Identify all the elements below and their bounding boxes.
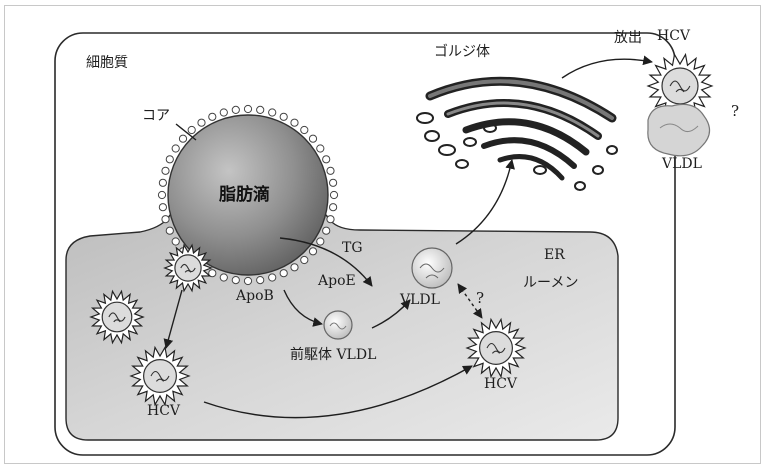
- core-protein-bump: [291, 119, 298, 126]
- core-protein-bump: [172, 145, 179, 152]
- core-protein-bump: [301, 126, 308, 133]
- label-golgi: ゴルジ体: [434, 45, 490, 59]
- core-protein-bump: [327, 167, 334, 174]
- label-cytoplasm: 細胞質: [86, 56, 128, 70]
- core-protein-bump: [330, 191, 337, 198]
- core-protein-bump: [209, 113, 216, 120]
- core-protein-bump: [220, 274, 227, 281]
- core-protein-bump: [291, 264, 298, 271]
- core-protein-bump: [309, 135, 316, 142]
- core-protein-bump: [327, 216, 334, 223]
- core-protein-bump: [198, 119, 205, 126]
- core-protein-bump: [166, 227, 173, 234]
- label-core: コア: [142, 109, 170, 123]
- core-protein-bump: [220, 109, 227, 116]
- label-apob: ApoB: [236, 289, 274, 303]
- core-protein-bump: [232, 106, 239, 113]
- core-protein-bump: [232, 277, 239, 284]
- core-protein-bump: [269, 109, 276, 116]
- label-question-er: ?: [476, 291, 484, 306]
- core-protein-bump: [257, 277, 264, 284]
- label-er: ER: [544, 248, 565, 262]
- label-lipid-droplet: 脂肪滴: [219, 187, 270, 204]
- core-protein-bump: [179, 135, 186, 142]
- core-protein-bump: [330, 179, 337, 186]
- core-protein-bump: [162, 216, 169, 223]
- core-protein-bump: [162, 167, 169, 174]
- label-hcv-left: HCV: [147, 404, 180, 418]
- core-protein-bump: [317, 145, 324, 152]
- core-protein-bump: [159, 204, 166, 211]
- label-question-release: ?: [731, 104, 739, 119]
- core-protein-bump: [188, 126, 195, 133]
- label-vldl-released: VLDL: [662, 157, 702, 171]
- label-vldl: VLDL: [400, 293, 440, 307]
- core-protein-bump: [269, 274, 276, 281]
- label-lumen: ルーメン: [523, 276, 578, 290]
- core-protein-bump: [244, 277, 251, 284]
- label-hcv-right: HCV: [484, 377, 517, 391]
- core-protein-bump: [159, 179, 166, 186]
- vldl-particle-released: [648, 104, 710, 155]
- core-protein-bump: [280, 113, 287, 120]
- precursor-vldl-particle: [324, 311, 352, 339]
- core-protein-bump: [323, 227, 330, 234]
- core-protein-bump: [257, 106, 264, 113]
- core-protein-bump: [323, 156, 330, 163]
- vldl-particle-er: [412, 248, 452, 288]
- core-protein-bump: [317, 238, 324, 245]
- core-protein-bump: [172, 238, 179, 245]
- core-protein-bump: [330, 204, 337, 211]
- core-protein-bump: [309, 248, 316, 255]
- label-hcv-released: HCV: [657, 29, 690, 43]
- label-release: 放出: [614, 31, 642, 45]
- core-protein-bump: [158, 191, 165, 198]
- label-tg: TG: [342, 241, 363, 255]
- core-protein-bump: [166, 156, 173, 163]
- core-protein-bump: [301, 256, 308, 263]
- core-protein-bump: [280, 270, 287, 277]
- label-precursor-vldl: 前駆体 VLDL: [290, 348, 376, 362]
- core-protein-bump: [244, 105, 251, 112]
- label-apoe: ApoE: [318, 274, 356, 288]
